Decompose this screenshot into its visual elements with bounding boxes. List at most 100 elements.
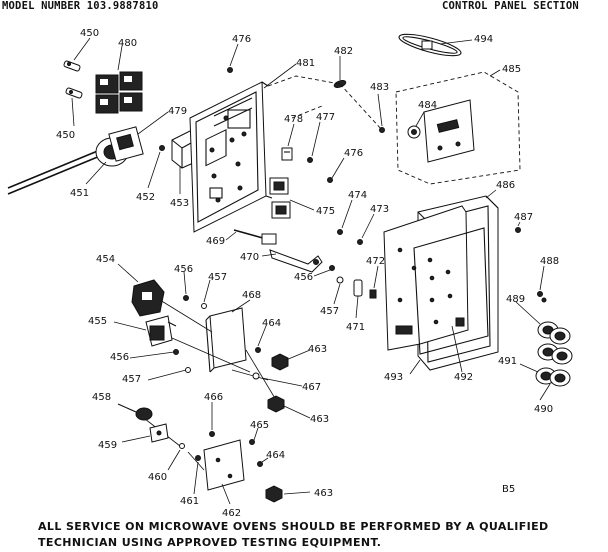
- label-460: 460: [148, 472, 167, 483]
- part-458-bulb: [117, 403, 153, 421]
- part-489-knobs: [537, 321, 573, 365]
- label-476-mid: 476: [344, 148, 363, 159]
- part-460-washer: [179, 443, 185, 449]
- part-461-screw: [195, 455, 201, 461]
- label-491: 491: [498, 356, 517, 367]
- label-478: 478: [284, 114, 303, 125]
- label-459: 459: [98, 440, 117, 451]
- label-451: 451: [70, 188, 89, 199]
- part-457-nut-mid: [336, 276, 344, 284]
- label-464-low: 464: [266, 450, 285, 461]
- part-483-screw: [379, 127, 385, 133]
- label-483: 483: [370, 82, 389, 93]
- label-452: 452: [136, 192, 155, 203]
- part-477-screw: [307, 157, 313, 163]
- part-463-nut-mid: [271, 353, 289, 371]
- label-463-bottom: 463: [314, 488, 333, 499]
- part-464-screw-low: [257, 461, 263, 467]
- part-478-clip: [281, 147, 293, 161]
- part-494-antenna-loop: [398, 33, 462, 57]
- label-485: 485: [502, 64, 521, 75]
- label-477: 477: [316, 112, 335, 123]
- leader-lines: [135, 299, 277, 471]
- label-484: 484: [418, 100, 437, 111]
- service-note-line1: ALL SERVICE ON MICROWAVE OVENS SHOULD BE…: [38, 520, 549, 533]
- label-486: 486: [496, 180, 515, 191]
- part-459-plate: [149, 423, 169, 443]
- label-474: 474: [348, 190, 367, 201]
- part-474-screw: [337, 229, 343, 235]
- part-454-switch: [131, 279, 165, 317]
- label-494: 494: [474, 34, 493, 45]
- part-450-screw-bottom: [65, 87, 83, 99]
- label-476-top: 476: [232, 34, 251, 45]
- part-456-screw-low: [173, 349, 179, 355]
- part-469-rod: [233, 229, 277, 245]
- label-464-mid: 464: [262, 318, 281, 329]
- label-450-bottom: 450: [56, 130, 75, 141]
- part-451-timer-motor: [7, 126, 144, 195]
- label-450-top: 450: [80, 28, 99, 39]
- label-473: 473: [370, 204, 389, 215]
- part-455-switch: [145, 315, 177, 347]
- part-463-nut-bottom: [265, 485, 283, 503]
- label-457-mid: 457: [320, 306, 339, 317]
- label-488: 488: [540, 256, 559, 267]
- label-457-left: 457: [208, 272, 227, 283]
- part-452-screw: [159, 145, 165, 151]
- part-485-window-assembly: [395, 71, 521, 185]
- label-479: 479: [168, 106, 187, 117]
- part-475-relays: [269, 177, 291, 219]
- label-467: 467: [302, 382, 321, 393]
- label-463-low: 463: [310, 414, 329, 425]
- part-487-screw: [515, 227, 521, 233]
- label-481: 481: [296, 58, 315, 69]
- label-458: 458: [92, 392, 111, 403]
- part-476-screw-mid: [327, 177, 333, 183]
- part-471-pin: [353, 279, 363, 297]
- label-455: 455: [88, 316, 107, 327]
- part-465-screw: [249, 439, 255, 445]
- label-453: 453: [170, 198, 189, 209]
- label-489: 489: [506, 294, 525, 305]
- label-462: 462: [222, 508, 241, 519]
- label-480: 480: [118, 38, 137, 49]
- part-490-knobs: [535, 367, 571, 387]
- part-481-control-board: [189, 81, 273, 233]
- label-472: 472: [366, 256, 385, 267]
- part-450-screw-top: [63, 60, 81, 72]
- part-470-latch: [269, 249, 323, 273]
- label-493: 493: [384, 372, 403, 383]
- part-473-screw: [357, 239, 363, 245]
- part-457-nut-low: [185, 367, 191, 373]
- part-472-clip: [369, 289, 377, 299]
- part-468-plate: [205, 307, 247, 373]
- label-456-left: 456: [174, 264, 193, 275]
- part-484-knob: [407, 125, 421, 139]
- label-470: 470: [240, 252, 259, 263]
- part-467-washer: [252, 372, 260, 380]
- label-490: 490: [534, 404, 553, 415]
- service-note-line2: TECHNICIAN USING APPROVED TESTING EQUIPM…: [38, 536, 382, 549]
- label-457-low: 457: [122, 374, 141, 385]
- label-456-mid: 456: [294, 272, 313, 283]
- label-475: 475: [316, 206, 335, 217]
- label-461: 461: [180, 496, 199, 507]
- part-463-nut-low: [267, 395, 285, 413]
- label-471: 471: [346, 322, 365, 333]
- part-493-panel-plate: [383, 205, 469, 351]
- section-title: CONTROL PANEL SECTION: [442, 0, 579, 12]
- part-labels: 450 480 476 481 482 494 485 483 484 479 …: [56, 28, 559, 519]
- label-492: 492: [454, 372, 473, 383]
- part-480-switch-block: [95, 71, 143, 114]
- part-464-screw-mid: [255, 347, 261, 353]
- label-454: 454: [96, 254, 115, 265]
- label-468: 468: [242, 290, 261, 301]
- part-456-screw-left: [183, 295, 189, 301]
- label-463-mid: 463: [308, 344, 327, 355]
- page-code: B5: [502, 484, 515, 495]
- part-492-glass: [413, 227, 489, 355]
- part-476-screw-top: [227, 67, 233, 73]
